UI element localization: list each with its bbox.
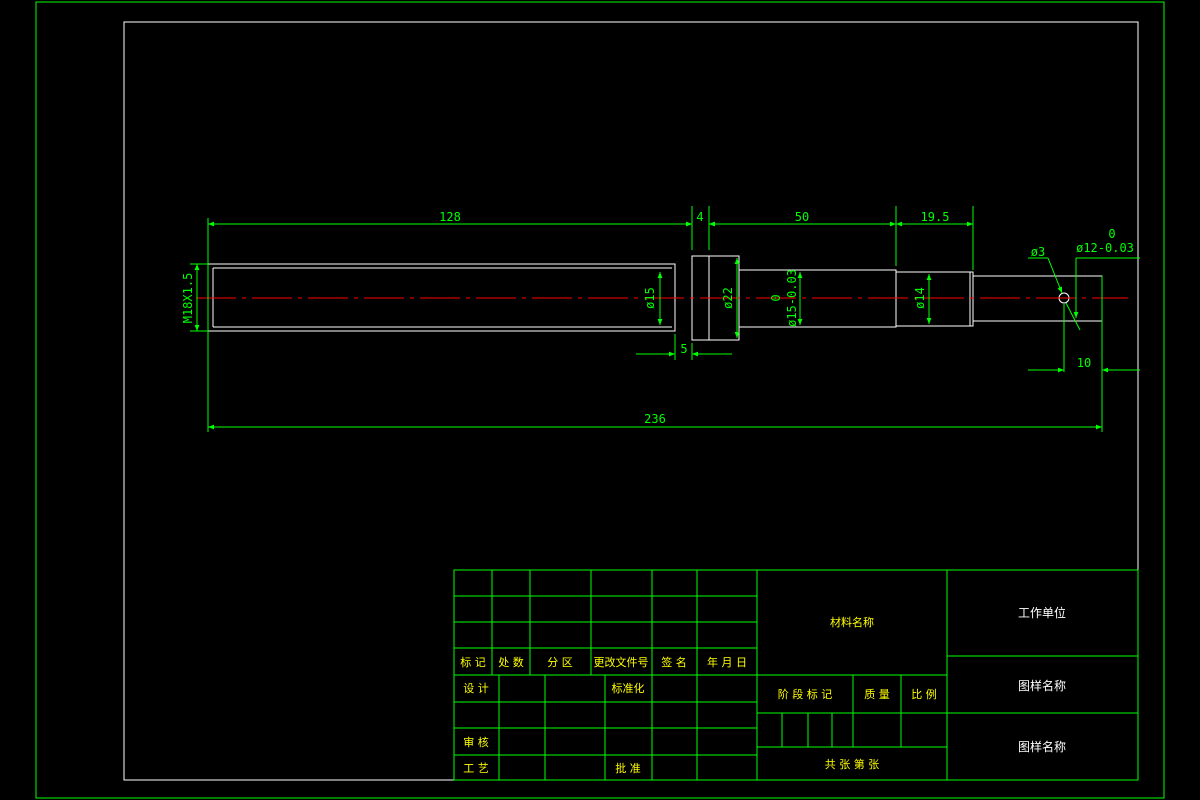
dim-dia-12-tol: ø12-0.03 <box>1076 241 1134 255</box>
label-stage-mark: 阶 段 标 记 <box>778 687 833 701</box>
dim-dia-3: ø3 <box>1031 245 1045 259</box>
rev-header-doc: 更改文件号 <box>594 655 649 669</box>
dim-dia-22: ø22 <box>721 287 735 309</box>
dim-4: 4 <box>696 210 703 224</box>
dim-128: 128 <box>439 210 461 224</box>
dim-dia-14: ø14 <box>913 287 927 309</box>
label-process: 工 艺 <box>463 762 489 775</box>
dim-dia-15-tol-upper: 0 <box>769 294 783 301</box>
dim-19-5: 19.5 <box>921 210 950 224</box>
rev-header-date: 年 月 日 <box>707 655 747 669</box>
label-review: 审 核 <box>463 735 489 749</box>
label-scale: 比 例 <box>911 687 937 701</box>
rev-header-count: 处 数 <box>498 656 524 669</box>
rev-header-sign: 签 名 <box>661 655 687 669</box>
label-standardization: 标准化 <box>612 681 645 695</box>
shaft-outline <box>207 255 1103 341</box>
label-sheets: 共 张 第 张 <box>825 757 880 771</box>
label-design: 设 计 <box>463 682 489 695</box>
dim-dia-12-tol-upper: 0 <box>1108 227 1115 241</box>
title-block <box>453 569 1139 781</box>
label-drawing-name: 图样名称 <box>1018 678 1066 693</box>
rev-header-mark: 标 记 <box>460 655 486 669</box>
dimension-lines <box>190 206 1140 432</box>
label-weight: 质 量 <box>864 688 890 701</box>
dim-dia-15: ø15 <box>643 287 657 309</box>
dim-dia-15-tol: ø15-0.03 <box>785 269 799 327</box>
dim-thread: M18X1.5 <box>181 273 195 324</box>
rev-header-zone: 分 区 <box>547 656 573 669</box>
label-approve: 批 准 <box>615 761 641 775</box>
outer-frame <box>35 1 1165 799</box>
label-drawing-code: 图样名称 <box>1018 739 1066 754</box>
label-work-unit: 工作单位 <box>1018 605 1066 620</box>
dim-236: 236 <box>644 412 666 426</box>
dim-10: 10 <box>1077 356 1091 370</box>
dim-50: 50 <box>795 210 809 224</box>
label-material-name: 材料名称 <box>830 615 874 629</box>
dim-5: 5 <box>680 342 687 356</box>
